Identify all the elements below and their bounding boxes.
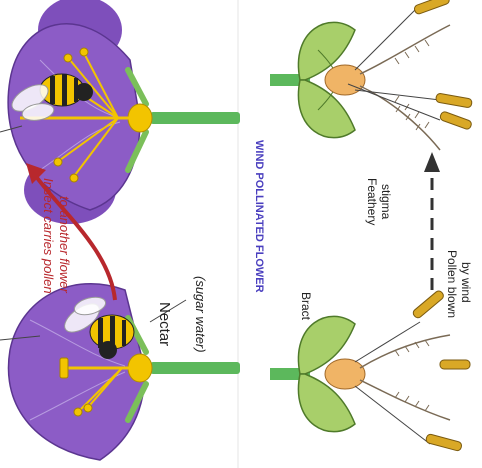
feathery-stigma [360, 25, 450, 74]
ovary [325, 359, 365, 389]
stigma-label-line2: stigma [379, 184, 393, 220]
nectar-sublabel: (sugar water) [193, 276, 208, 353]
anther [54, 158, 62, 166]
nectary [128, 104, 152, 132]
anther [64, 54, 72, 62]
anther [84, 404, 92, 412]
flower-top [0, 0, 240, 224]
nectary [128, 354, 152, 382]
stem [150, 362, 240, 374]
anther [439, 111, 472, 130]
panel-title: WIND POLLINATED FLOWER [253, 140, 265, 293]
anther [80, 48, 88, 56]
wind-arrow [424, 152, 440, 290]
stigma [60, 358, 68, 378]
anther [413, 0, 450, 15]
anther [74, 408, 82, 416]
stem [150, 112, 240, 124]
pollen-label-line1: Pollen blown [445, 250, 459, 318]
arrow-label-line1: Insect carries pollen [41, 178, 56, 294]
feathery-stigma [360, 335, 450, 368]
anther [70, 174, 78, 182]
anther [435, 93, 472, 108]
arrow-label-line2: to another flower [57, 196, 72, 294]
wind-pollinated-panel: WIND POLLINATED FLOWER Bract Feathery st… [253, 0, 473, 451]
pollen-label-line2: by wind [459, 262, 473, 303]
anther [412, 289, 445, 319]
bract-label: Bract [299, 292, 313, 321]
insect-pollinated-panel: Insect carries pollen to another flower … [0, 0, 240, 460]
anther [440, 360, 470, 369]
nectar-label: Nectar [156, 302, 173, 346]
stigma-label-line1: Feathery [365, 178, 379, 225]
anther [425, 433, 462, 451]
wind-flower-top [270, 0, 472, 150]
